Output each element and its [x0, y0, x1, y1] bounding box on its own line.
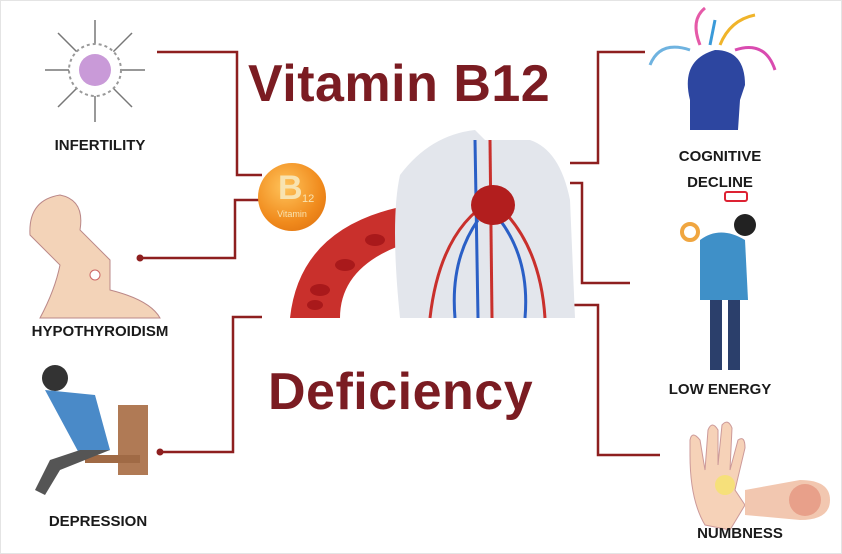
b12-badge-subscript: 12 [302, 193, 315, 205]
b12-badge-caption: Vitamin [277, 209, 307, 219]
label-numbness: NUMBNESS [697, 525, 783, 542]
connector-hypothyroidism [140, 198, 262, 260]
b12-badge: B 12 Vitamin [258, 163, 326, 231]
label-cognitive-decline: COGNITIVE DECLINE [678, 148, 762, 191]
label-depression: DEPRESSION [48, 513, 148, 530]
connector-low-energy [570, 181, 630, 285]
b12-badge-letter: B [278, 169, 303, 207]
neck-illustration [29, 194, 161, 319]
label-low-energy: LOW ENERGY [668, 381, 772, 398]
label-infertility: INFERTILITY [54, 137, 146, 154]
depressed-person-illustration [35, 365, 148, 495]
egg-cell-illustration [45, 20, 145, 122]
connector-cognitive [570, 50, 645, 165]
connector-infertility [157, 50, 262, 177]
blood-vessel-illustration [290, 130, 575, 319]
cognitive-head-illustration [648, 6, 777, 130]
connector-depression [160, 315, 262, 454]
title-deficiency: Deficiency [268, 363, 534, 421]
label-hypothyroidism: HYPOTHYROIDISM [31, 323, 169, 340]
title-vitamin-b12: Vitamin B12 [248, 55, 551, 113]
tired-person-illustration [680, 191, 756, 370]
hand-illustration [689, 421, 830, 531]
connector-numbness [570, 303, 660, 457]
